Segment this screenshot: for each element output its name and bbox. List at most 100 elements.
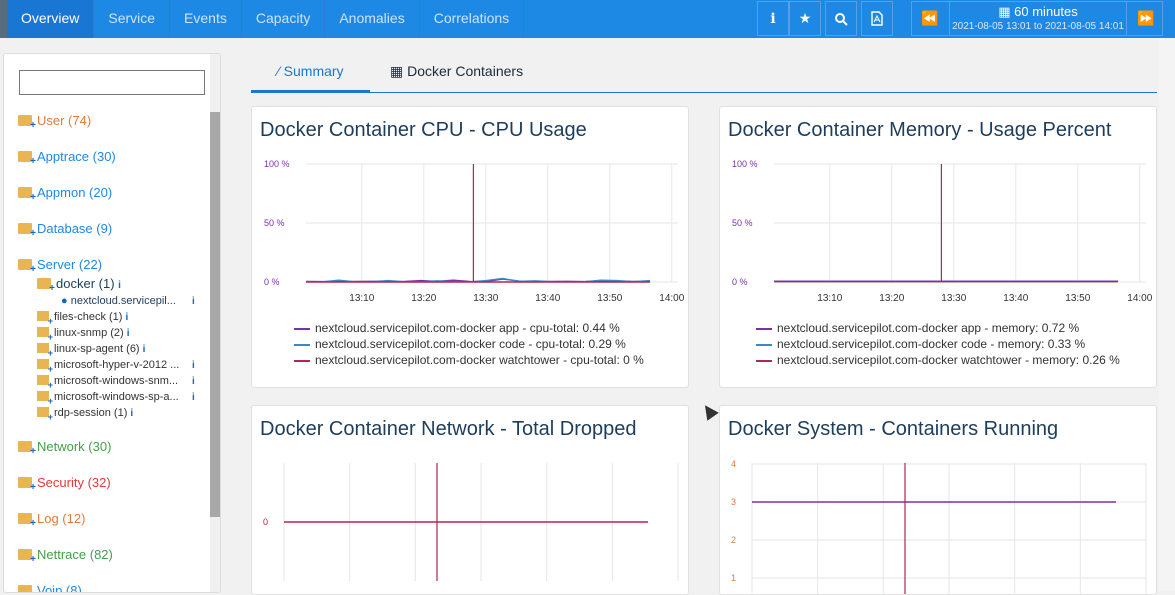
x-tick-label: 13:50 xyxy=(597,293,622,304)
tree-item-database[interactable]: Database (9) xyxy=(18,221,112,239)
legend-item[interactable]: nextcloud.servicepilot.com-docker app - … xyxy=(294,320,644,336)
tree-item-user[interactable]: User (74) xyxy=(18,113,91,131)
tree-item-label: Nettrace (82) xyxy=(37,547,113,562)
tree-item-label: files-check (1) xyxy=(54,311,123,323)
x-tick-label: 14:00 xyxy=(659,293,684,304)
sidebar-scrollbar[interactable] xyxy=(210,112,220,517)
content-tabs: ⁄ Summary ▦ Docker Containers xyxy=(251,55,1157,93)
time-range-display[interactable]: ▦ 60 minutes 2021-08-05 13:01 to 2021-08… xyxy=(949,2,1127,35)
y-tick-label: 100 % xyxy=(264,159,290,169)
y-tick-label: 2 xyxy=(731,535,736,545)
x-tick-label: 13:40 xyxy=(1003,293,1028,304)
folder-icon xyxy=(18,223,36,239)
info-icon[interactable]: i xyxy=(192,376,195,387)
tree-search-input[interactable] xyxy=(19,70,205,95)
tree-item-network[interactable]: Network (30) xyxy=(18,439,111,457)
mouse-cursor-icon xyxy=(699,401,719,421)
y-tick-label: 0 % xyxy=(732,277,748,287)
legend-item[interactable]: nextcloud.servicepilot.com-docker watcht… xyxy=(756,352,1120,368)
tab-correlations[interactable]: Correlations xyxy=(420,0,525,38)
next-period-button[interactable]: ⏩ xyxy=(1128,2,1164,35)
y-tick-label: 0 xyxy=(263,517,268,527)
legend-swatch xyxy=(756,343,772,346)
info-icon[interactable]: i xyxy=(192,296,195,307)
info-icon[interactable]: i xyxy=(192,392,195,403)
tree-item-appmon[interactable]: Appmon (20) xyxy=(18,185,113,203)
card-title: Docker Container CPU - CPU Usage xyxy=(260,119,587,141)
tree-item-label: rdp-session (1) xyxy=(54,407,128,419)
tree-item-server[interactable]: Server (22) xyxy=(18,257,102,275)
folder-icon xyxy=(37,375,53,390)
tab-summary-label: Summary xyxy=(283,63,344,79)
y-tick-label: 3 xyxy=(731,497,736,507)
tree-item-linux-sp-agent[interactable]: linux-sp-agent (6) i xyxy=(37,343,146,358)
tree-item-label: Apptrace (30) xyxy=(37,149,116,164)
tree-item-voip[interactable]: Voip (8) xyxy=(18,583,82,592)
tree-item-linux-snmp[interactable]: linux-snmp (2) i xyxy=(37,327,130,342)
sidebar-tree: User (74) Apptrace (30) Appmon (20) Data… xyxy=(3,53,221,593)
duration-label: 60 minutes xyxy=(1014,4,1078,19)
tab-service[interactable]: Service xyxy=(94,0,171,38)
page-scrollbar[interactable] xyxy=(1159,38,1175,591)
tree-item-docker[interactable]: docker (1) i xyxy=(37,276,121,294)
time-range-selector: ⏪ ▦ 60 minutes 2021-08-05 13:01 to 2021-… xyxy=(911,1,1163,36)
calendar-icon: ▦ xyxy=(998,4,1011,19)
y-tick-label: 4 xyxy=(731,459,736,469)
double-chevron-left-icon: ⏪ xyxy=(921,10,939,26)
cpu-legend: nextcloud.servicepilot.com-docker app - … xyxy=(294,320,644,368)
folder-icon xyxy=(37,359,53,374)
info-icon[interactable]: i xyxy=(192,360,195,371)
tab-docker-containers[interactable]: ▦ Docker Containers xyxy=(390,55,550,92)
legend-item[interactable]: nextcloud.servicepilot.com-docker code -… xyxy=(756,336,1120,352)
previous-period-button[interactable]: ⏪ xyxy=(912,2,948,35)
tree-item-apptrace[interactable]: Apptrace (30) xyxy=(18,149,116,167)
search-button[interactable] xyxy=(825,1,857,36)
tab-docker-label: Docker Containers xyxy=(407,63,524,79)
tree-item-log[interactable]: Log (12) xyxy=(18,511,85,529)
info-button[interactable]: i xyxy=(757,1,789,36)
info-icon[interactable]: i xyxy=(125,312,129,323)
folder-icon xyxy=(18,549,36,565)
pdf-export-button[interactable] xyxy=(861,1,893,36)
folder-icon xyxy=(37,311,53,326)
folder-icon xyxy=(18,513,36,529)
x-tick-label: 13:30 xyxy=(473,293,498,304)
tree-item-rdp-session[interactable]: rdp-session (1) i xyxy=(37,407,134,422)
tree-item-docker-host[interactable]: ● nextcloud.servicepil... xyxy=(61,295,176,307)
legend-label: nextcloud.servicepilot.com-docker code -… xyxy=(777,337,1086,351)
y-tick-label: 0 % xyxy=(264,277,280,287)
legend-label: nextcloud.servicepilot.com-docker app - … xyxy=(315,321,620,335)
legend-item[interactable]: nextcloud.servicepilot.com-docker app - … xyxy=(756,320,1120,336)
info-icon[interactable]: i xyxy=(142,344,146,355)
tree-item-label: microsoft-hyper-v-2012 ... xyxy=(54,359,180,371)
tab-capacity[interactable]: Capacity xyxy=(242,0,326,38)
tree-item-microsoft-windows-sp-agent[interactable]: microsoft-windows-sp-a... xyxy=(37,391,179,406)
folder-icon xyxy=(18,115,36,131)
navbar-edge xyxy=(0,0,7,38)
tab-events[interactable]: Events xyxy=(170,0,242,38)
tree-item-files-check[interactable]: files-check (1) i xyxy=(37,311,129,326)
info-icon[interactable]: i xyxy=(130,408,134,419)
info-icon[interactable]: i xyxy=(118,280,121,291)
favorite-button[interactable]: ★ xyxy=(789,1,821,36)
cubes-icon: ▦ xyxy=(390,63,404,79)
tree-item-microsoft-hyper-v[interactable]: microsoft-hyper-v-2012 ... xyxy=(37,359,180,374)
tree-item-security[interactable]: Security (32) xyxy=(18,475,111,493)
tree-item-microsoft-windows-snmp[interactable]: microsoft-windows-snm... xyxy=(37,375,178,390)
tab-summary[interactable]: ⁄ Summary xyxy=(251,55,370,92)
legend-item[interactable]: nextcloud.servicepilot.com-docker code -… xyxy=(294,336,644,352)
tree-item-nettrace[interactable]: Nettrace (82) xyxy=(18,547,113,565)
folder-icon xyxy=(37,407,53,422)
tab-anomalies[interactable]: Anomalies xyxy=(325,0,420,38)
tree-item-label: Appmon (20) xyxy=(37,185,113,200)
double-chevron-right-icon: ⏩ xyxy=(1137,10,1155,26)
y-tick-label: 100 % xyxy=(732,159,758,169)
tab-overview[interactable]: Overview xyxy=(7,0,95,38)
x-tick-label: 13:20 xyxy=(411,293,436,304)
tree-item-label: Security (32) xyxy=(37,475,111,490)
info-icon[interactable]: i xyxy=(126,328,130,339)
legend-item[interactable]: nextcloud.servicepilot.com-docker watcht… xyxy=(294,352,644,368)
